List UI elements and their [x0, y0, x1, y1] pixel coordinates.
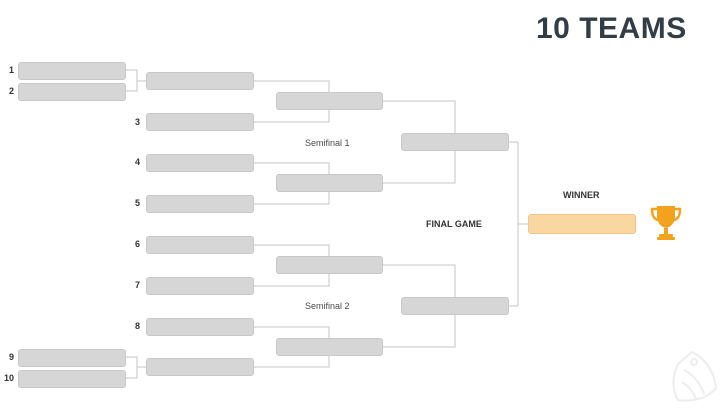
quarterfinal-slot-4[interactable]	[276, 338, 383, 356]
team-slot-playin-winner-top[interactable]	[146, 72, 254, 90]
semifinal-2-label: Semifinal 2	[305, 301, 350, 311]
winner-slot[interactable]	[528, 214, 636, 234]
team-slot-seed-8[interactable]	[146, 318, 254, 336]
team-slot-seed-9[interactable]	[18, 349, 126, 367]
team-slot-seed-7[interactable]	[146, 277, 254, 295]
team-slot-seed-10[interactable]	[18, 370, 126, 388]
team-slot-seed-1[interactable]	[18, 62, 126, 80]
semifinal-2-slot[interactable]	[401, 297, 509, 315]
seed-label: 9	[8, 352, 14, 362]
team-slot-seed-3[interactable]	[146, 113, 254, 131]
seed-label: 7	[134, 280, 140, 290]
team-slot-seed-4[interactable]	[146, 154, 254, 172]
quarterfinal-slot-2[interactable]	[276, 174, 383, 192]
final-game-label: FINAL GAME	[426, 219, 482, 229]
team-slot-playin-winner-bottom[interactable]	[146, 358, 254, 376]
quarterfinal-slot-3[interactable]	[276, 256, 383, 274]
page-title: 10 TEAMS	[536, 12, 687, 45]
team-slot-seed-5[interactable]	[146, 195, 254, 213]
winner-label: WINNER	[563, 190, 600, 200]
semifinal-1-label: Semifinal 1	[305, 138, 350, 148]
seed-label: 8	[134, 321, 140, 331]
seed-label: 10	[3, 373, 14, 383]
seed-label: 3	[134, 117, 140, 127]
team-slot-seed-2[interactable]	[18, 83, 126, 101]
seed-label: 2	[8, 86, 14, 96]
trophy-icon	[648, 204, 684, 247]
watermark-logo	[664, 348, 720, 410]
seed-label: 1	[8, 65, 14, 75]
seed-label: 5	[134, 198, 140, 208]
semifinal-1-slot[interactable]	[401, 133, 509, 151]
seed-label: 4	[134, 157, 140, 167]
seed-label: 6	[134, 239, 140, 249]
quarterfinal-slot-1[interactable]	[276, 92, 383, 110]
team-slot-seed-6[interactable]	[146, 236, 254, 254]
